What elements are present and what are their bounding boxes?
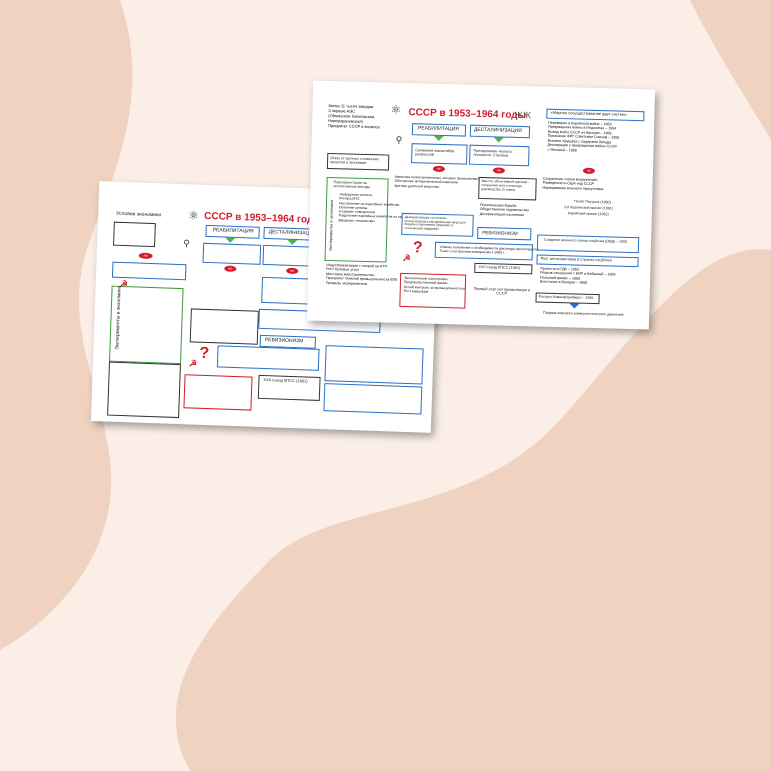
barbed-wire-icon: ЖЖ <box>514 109 532 121</box>
result-box-1 <box>111 261 187 281</box>
page-title: СССР в 1953–1964 годы <box>408 107 527 122</box>
cult-label: Преодоление «культа личности» Сталина <box>473 148 512 159</box>
middle-box <box>189 308 259 345</box>
instead-box: Вместо объективной критики – очернение в… <box>478 176 537 201</box>
ne-badge: НЕ <box>432 165 446 173</box>
cult-box: Преодоление «культа личности» Сталина <box>469 144 530 167</box>
arrow-down <box>433 135 444 142</box>
split-label: Подрыв мирового коммунистического движен… <box>543 310 624 317</box>
arms-list: Сохранение «гонки вооружений» Разведполе… <box>542 177 603 192</box>
repression-box: Снижение масштабов репрессий <box>411 143 468 165</box>
crisis-label-2: 2-й берлинский кризис (1961) <box>563 205 613 211</box>
crisis-label-3: Карибский кризис (1962) <box>567 211 609 217</box>
warsaw-label: Создание военного союза соцблока (ОВД) –… <box>544 237 628 244</box>
cominform-box: Роспуск Коминформбюро – 1956 <box>535 292 600 305</box>
political-list: Политическая борьба Общественное недовол… <box>480 203 529 218</box>
demagog-label: Демократизация «оттепели» использовалась… <box>404 215 466 231</box>
hammer-sickle-icon: ☭ <box>119 278 128 290</box>
conditions-label: Условия экономики <box>116 210 162 219</box>
congress-label: XXII съезд КПСС (1961) <box>263 376 308 384</box>
revisionism-label: РЕВИЗИОНИЗМ <box>264 337 304 345</box>
ne-badge: НЕ <box>286 267 299 275</box>
lower-left-box <box>107 361 181 419</box>
refusal-box: Отказ от крупных сталинских проектов в э… <box>326 152 390 171</box>
congress-box: XXII съезд КПСС (1961) <box>474 262 533 275</box>
demagog-box: Демократизация «оттепели» использовалась… <box>401 212 474 237</box>
peace-list: Перемирие в Корейской войне – 1953 Прекр… <box>547 121 619 154</box>
reorient-label: Переориентация на экстенсивные методы <box>333 180 371 190</box>
rehab-label: РЕАБИЛИТАЦИЯ <box>417 125 459 133</box>
conditions-box <box>113 221 156 248</box>
arrow-down <box>225 237 236 243</box>
refusal-label: Отказ от крупных сталинских проектов в э… <box>330 156 379 166</box>
list-item: Дезориентация населения <box>479 211 525 218</box>
destal-label: ДЕСТАЛИНИЗАЦИЯ <box>473 126 522 135</box>
page-title: СССР в 1953–1964 годы <box>203 210 323 226</box>
first-stage-label: Первый этап контрреволюции в СССР <box>473 286 530 297</box>
eco-box: Экологические катастрофы Продовольственн… <box>399 272 467 309</box>
antisov-box: Рост антисоветизма в странах соцблока <box>536 254 639 268</box>
antisov-label: Рост антисоветизма в странах соцблока <box>540 256 612 263</box>
congress-label: XXII съезд КПСС (1961) <box>478 264 521 271</box>
industrial-list: Индустриализация с опорой на НТП Рост бы… <box>326 263 398 287</box>
list-item: Приоритет СССР в космосе <box>327 122 380 130</box>
destal-box: ДЕСТАЛИНИЗАЦИЯ <box>469 124 531 139</box>
question-mark-icon: ? <box>412 239 423 257</box>
congress-box: XXII съезд КПСС (1961) <box>257 374 321 401</box>
peace-title: «Мирное сосуществование двух систем» <box>550 109 627 117</box>
renounce-list: Отмена положения о необходимости диктату… <box>440 245 538 256</box>
question-mark-icon: ? <box>199 344 210 363</box>
atom-icon: ⚛ <box>187 208 200 223</box>
antisov-list: Протесты в ГДР – 1953 Разрыв отношений с… <box>540 267 616 287</box>
hammer-sickle-icon: ☭ <box>402 252 411 264</box>
right-box-2 <box>323 383 423 415</box>
eco-list: Экологические катастрофы Продовольственн… <box>404 276 465 295</box>
atom-icon: ⚛ <box>390 102 402 117</box>
right-box-1 <box>324 345 424 385</box>
worksheet-filled: более 11 тысяч заводов 3 первые АЭС (Обн… <box>306 80 656 330</box>
repression-label: Снижение масштабов репрессий <box>415 148 455 158</box>
instead-label: Вместо объективной критики – очернение в… <box>481 179 531 192</box>
peace-title-box: «Мирное сосуществование двух систем» <box>546 108 645 122</box>
hammer-sickle-icon: ☭ <box>188 358 198 369</box>
ne-badge: НЕ <box>582 167 596 174</box>
bottom-red-box <box>183 374 253 411</box>
arrow-down <box>287 239 298 246</box>
rehab-box: РЕАБИЛИТАЦИЯ <box>205 224 260 239</box>
ne-badge: НЕ <box>492 167 505 174</box>
list-item: Восстание в Венгрии – 1956 <box>539 280 588 286</box>
ne-badge: НЕ <box>138 252 153 260</box>
ne-badge: НЕ <box>224 265 237 272</box>
revisionism-box: РЕВИЗИОНИЗМ <box>477 226 532 241</box>
crisis-label-1: Полёт Пауэрса (1960) <box>574 199 611 205</box>
rehab-label: РЕАБИЛИТАЦИЯ <box>212 227 254 235</box>
rocket-icon: ⚲ <box>183 238 190 249</box>
top-list: более 11 тысяч заводов 3 первые АЭС (Обн… <box>328 103 380 129</box>
rehab-box: РЕАБИЛИТАЦИЯ <box>411 123 467 137</box>
warsaw-box: Создание военного союза соцблока (ОВД) –… <box>536 234 640 254</box>
rehab-result-box <box>202 242 262 265</box>
arrow-down <box>493 137 504 143</box>
cominform-label: Роспуск Коминформбюро – 1956 <box>538 294 594 300</box>
revisionism-label: РЕВИЗИОНИЗМ <box>482 230 518 236</box>
rocket-icon: ⚲ <box>395 134 403 145</box>
summary-box <box>216 345 320 371</box>
renounce-box: Отмена положения о необходимости диктату… <box>434 241 538 261</box>
arrow-down <box>569 303 580 309</box>
list-item: Наращивание военного присутствия <box>542 185 604 192</box>
